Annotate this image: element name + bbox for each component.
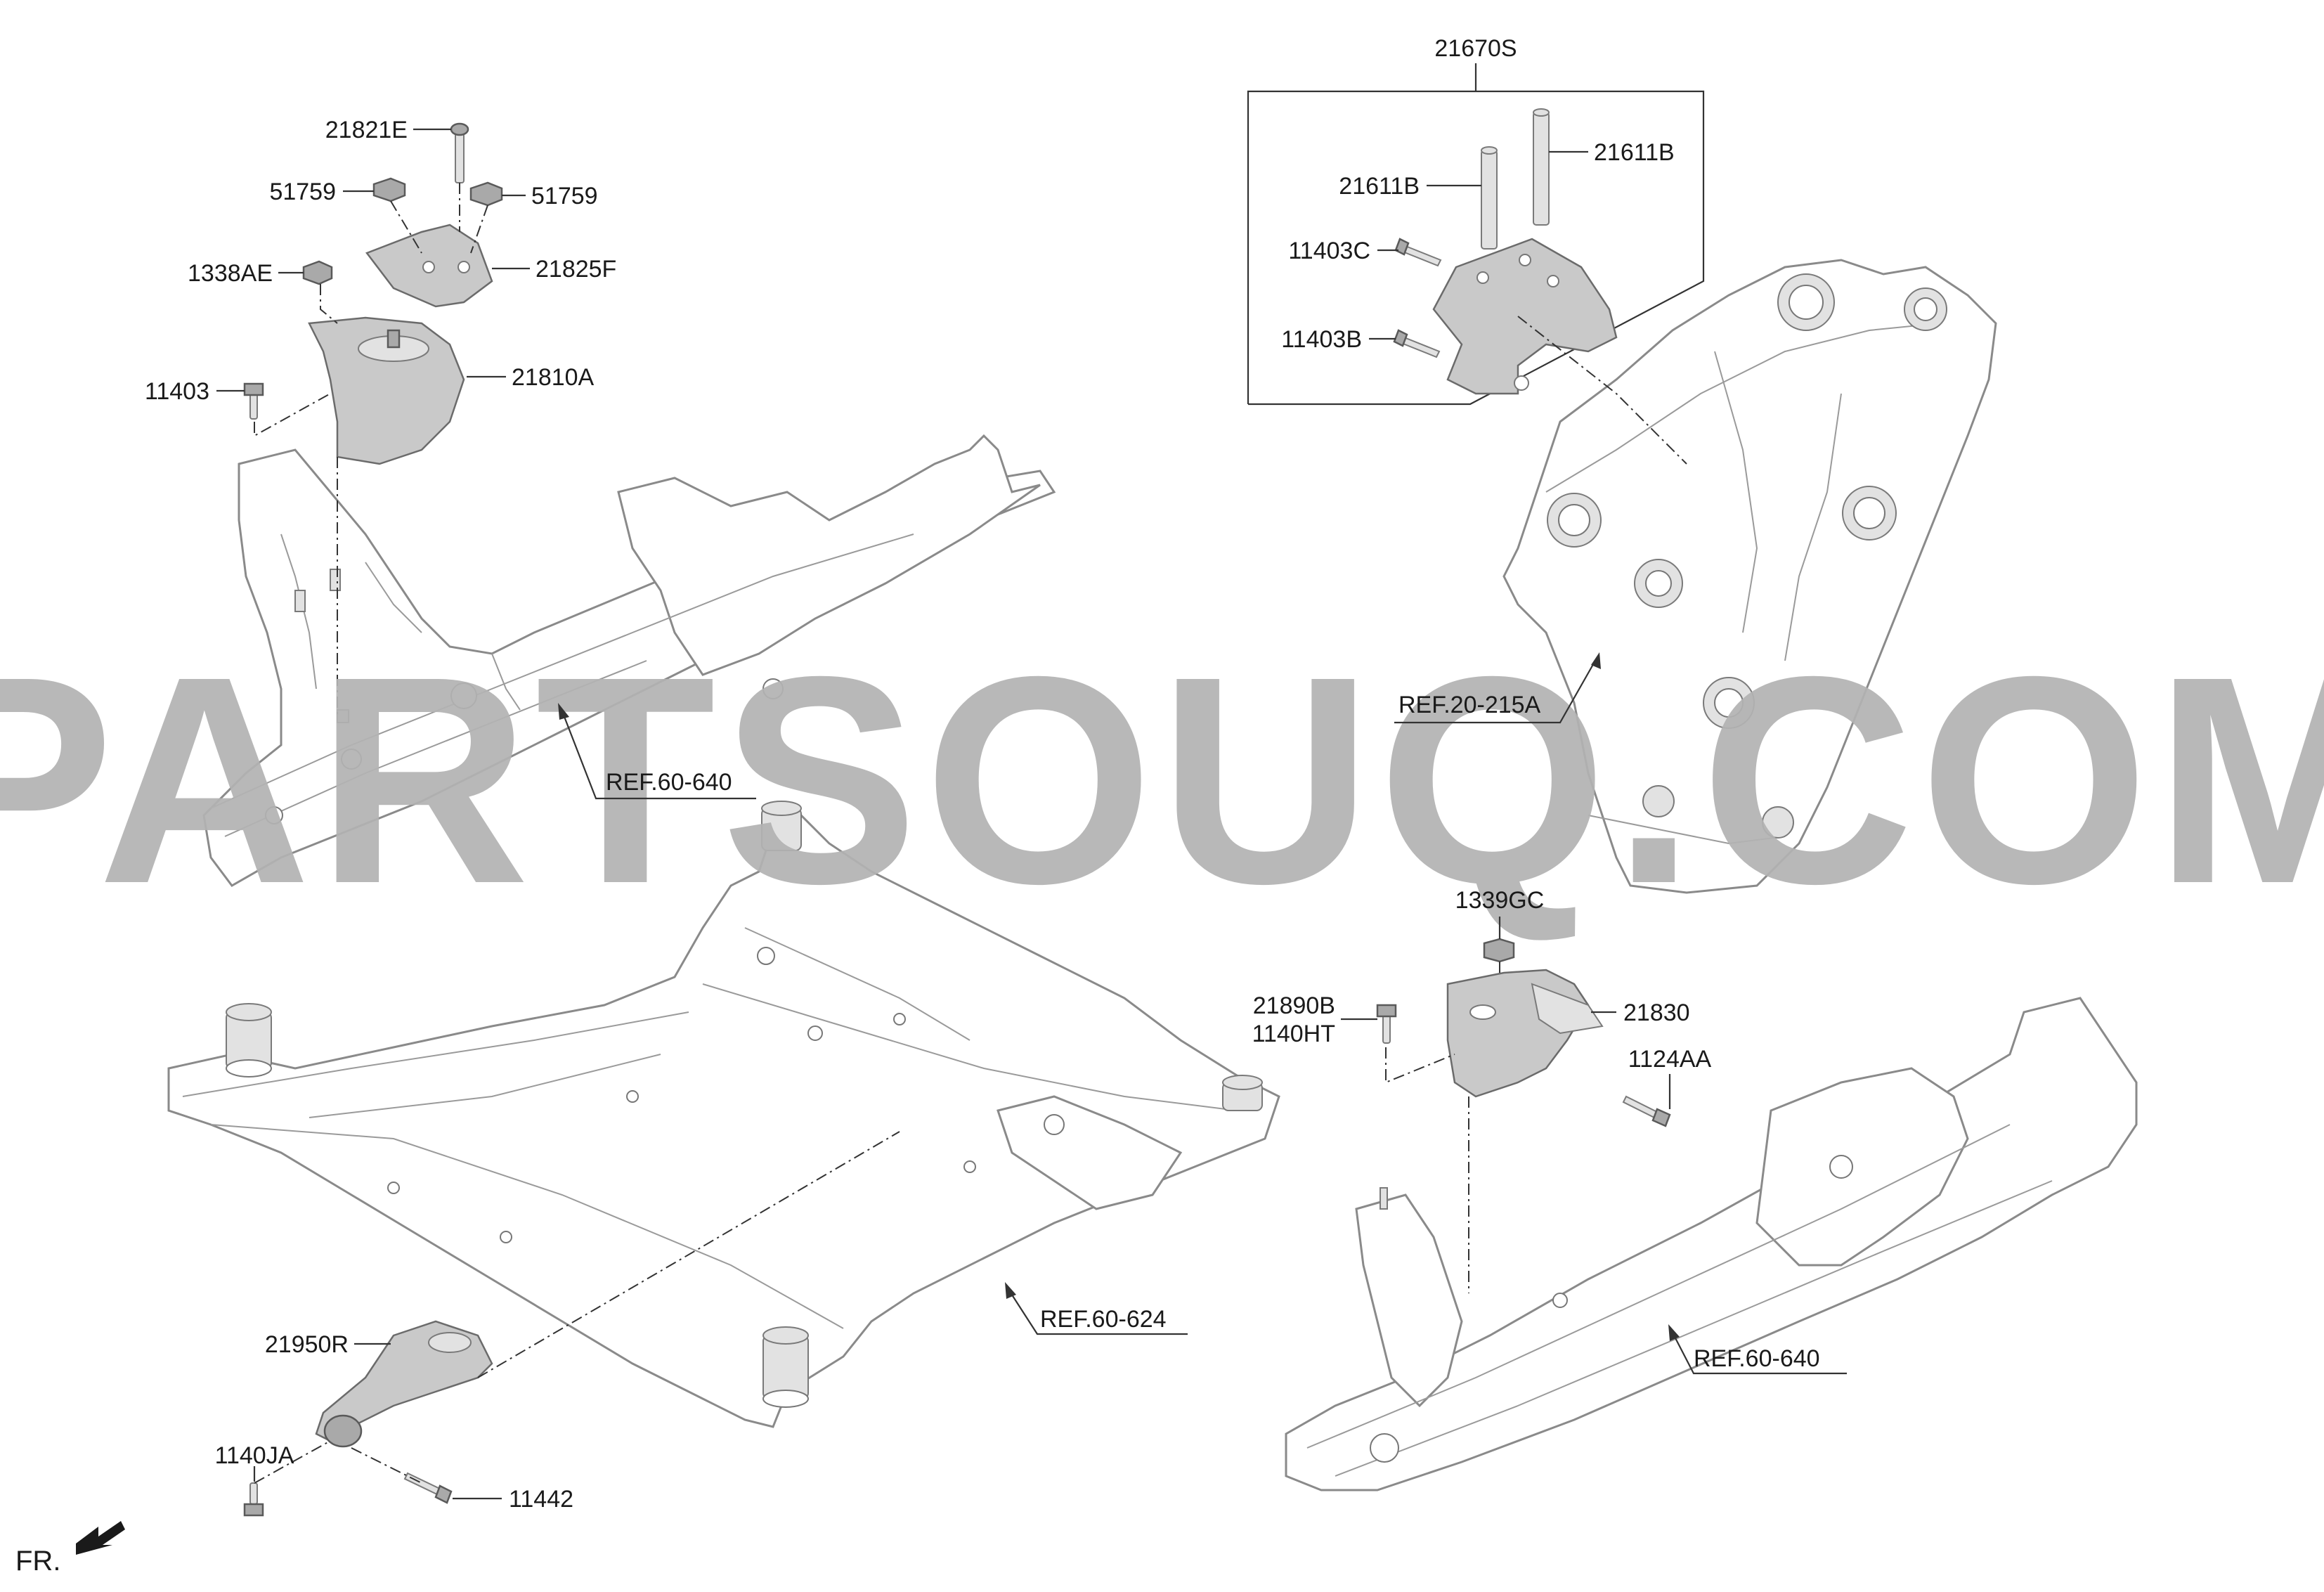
label-51759-right: 51759: [531, 183, 598, 209]
front-label: FR.: [15, 1546, 60, 1577]
label-21611B-left: 21611B: [1339, 173, 1420, 200]
label-11442: 11442: [509, 1486, 573, 1513]
nut-1338AE: [302, 260, 333, 285]
subframe-bushing-bottom: [762, 1326, 809, 1408]
mount-21830: [1446, 969, 1604, 1098]
label-ref-60-640-left: REF.60-640: [606, 769, 732, 796]
mount-21950R: [315, 1320, 493, 1448]
label-11403B: 11403B: [1281, 326, 1362, 353]
bracket-21825F: [365, 224, 493, 308]
subframe-bushing-top: [761, 801, 802, 851]
mount-21810A: [308, 316, 465, 465]
bolt-21821E: [450, 122, 469, 183]
label-21670S: 21670S: [1434, 35, 1517, 62]
label-21825F: 21825F: [535, 256, 616, 283]
left-frame-rail: [202, 434, 1056, 887]
nut-51759-a: [372, 177, 406, 202]
bolt-11403C: [1394, 238, 1442, 267]
label-ref-60-640-right: REF.60-640: [1694, 1345, 1820, 1372]
subframe-bushing-left: [226, 1003, 272, 1077]
label-1339GC: 1339GC: [1455, 887, 1545, 914]
bolt-11403: [243, 382, 264, 420]
label-1124AA: 1124AA: [1628, 1046, 1712, 1073]
assembly-box-21670S: [1247, 63, 1705, 465]
right-frame-rail: [1285, 997, 2138, 1491]
label-21890B: 21890B: [1253, 992, 1335, 1019]
roll-mount-group: [243, 1131, 900, 1517]
label-21950R: 21950R: [265, 1331, 349, 1358]
bolt-11403B: [1393, 329, 1441, 358]
nut-51759-b: [469, 181, 503, 207]
label-11403C: 11403C: [1288, 238, 1370, 264]
label-1140HT: 1140HT: [1252, 1021, 1335, 1047]
bracket-21670S: [1432, 238, 1618, 395]
front-direction-indicator: FR.: [15, 1521, 125, 1577]
front-subframe: [167, 801, 1280, 1428]
label-21810A: 21810A: [512, 364, 595, 391]
label-1140JA: 1140JA: [215, 1442, 294, 1469]
left-mount-group: [243, 122, 503, 717]
right-mount-group: [1376, 938, 1671, 1293]
label-21611B-right: 21611B: [1594, 139, 1675, 166]
label-11403: 11403: [145, 378, 209, 405]
label-51759-left: 51759: [269, 179, 336, 205]
label-21830: 21830: [1623, 999, 1690, 1026]
label-ref-60-624: REF.60-624: [1040, 1306, 1167, 1333]
bolt-21890B: [1376, 1004, 1397, 1044]
bolt-1140JA: [243, 1482, 264, 1517]
label-ref-20-215A: REF.20-215A: [1398, 692, 1541, 718]
stud-21611B-a: [1481, 146, 1498, 250]
front-arrow-icon: [76, 1521, 125, 1555]
watermark: PARTSOUQ.COM: [0, 616, 2324, 945]
stud-21611B-b: [1533, 108, 1550, 226]
timing-cover: [1502, 259, 1997, 894]
bolt-1124AA: [1622, 1095, 1671, 1127]
subframe-bushing-right: [1222, 1075, 1263, 1111]
label-21821E: 21821E: [325, 117, 408, 143]
label-1338AE: 1338AE: [188, 260, 273, 287]
